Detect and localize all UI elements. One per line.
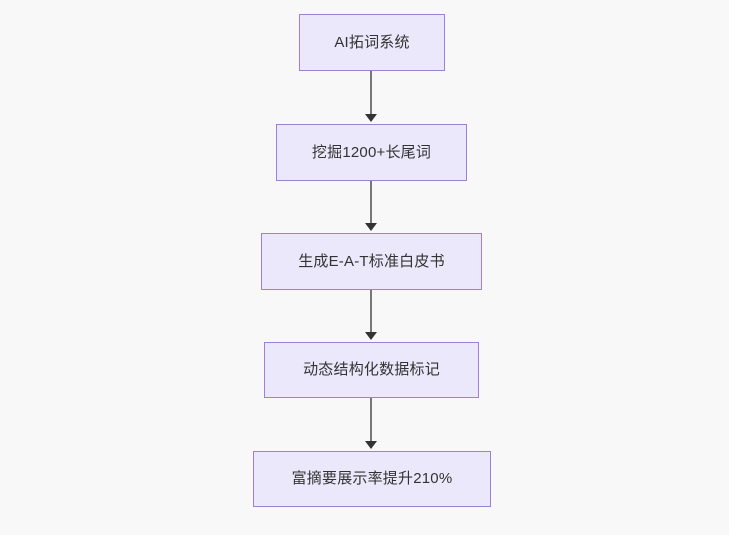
edge-n2-n3 [370, 181, 372, 225]
edge-n1-n2 [370, 71, 372, 116]
arrowhead-n2-n3 [365, 223, 377, 231]
flow-node-rich-snippet-impression-uplift[interactable]: 富摘要展示率提升210% [253, 451, 491, 507]
flow-node-label: 富摘要展示率提升210% [291, 470, 453, 487]
flow-node-label: 挖掘1200+长尾词 [311, 143, 432, 161]
flow-node-ai-keyword-system[interactable]: AI拓词系统 [299, 14, 445, 71]
arrowhead-n1-n2 [365, 114, 377, 122]
flow-node-generate-eat-whitepaper[interactable]: 生成E-A-T标准白皮书 [261, 233, 482, 290]
edge-n3-n4 [370, 290, 372, 334]
flow-node-label: AI拓词系统 [334, 33, 410, 51]
arrowhead-n4-n5 [365, 441, 377, 449]
flow-node-dynamic-structured-data-markup[interactable]: 动态结构化数据标记 [264, 342, 479, 398]
arrowhead-n3-n4 [365, 332, 377, 340]
flow-node-label: 生成E-A-T标准白皮书 [298, 252, 445, 270]
edge-n4-n5 [370, 398, 372, 443]
flow-node-mine-longtail-keywords[interactable]: 挖掘1200+长尾词 [276, 124, 467, 181]
flow-node-label: 动态结构化数据标记 [303, 361, 440, 378]
